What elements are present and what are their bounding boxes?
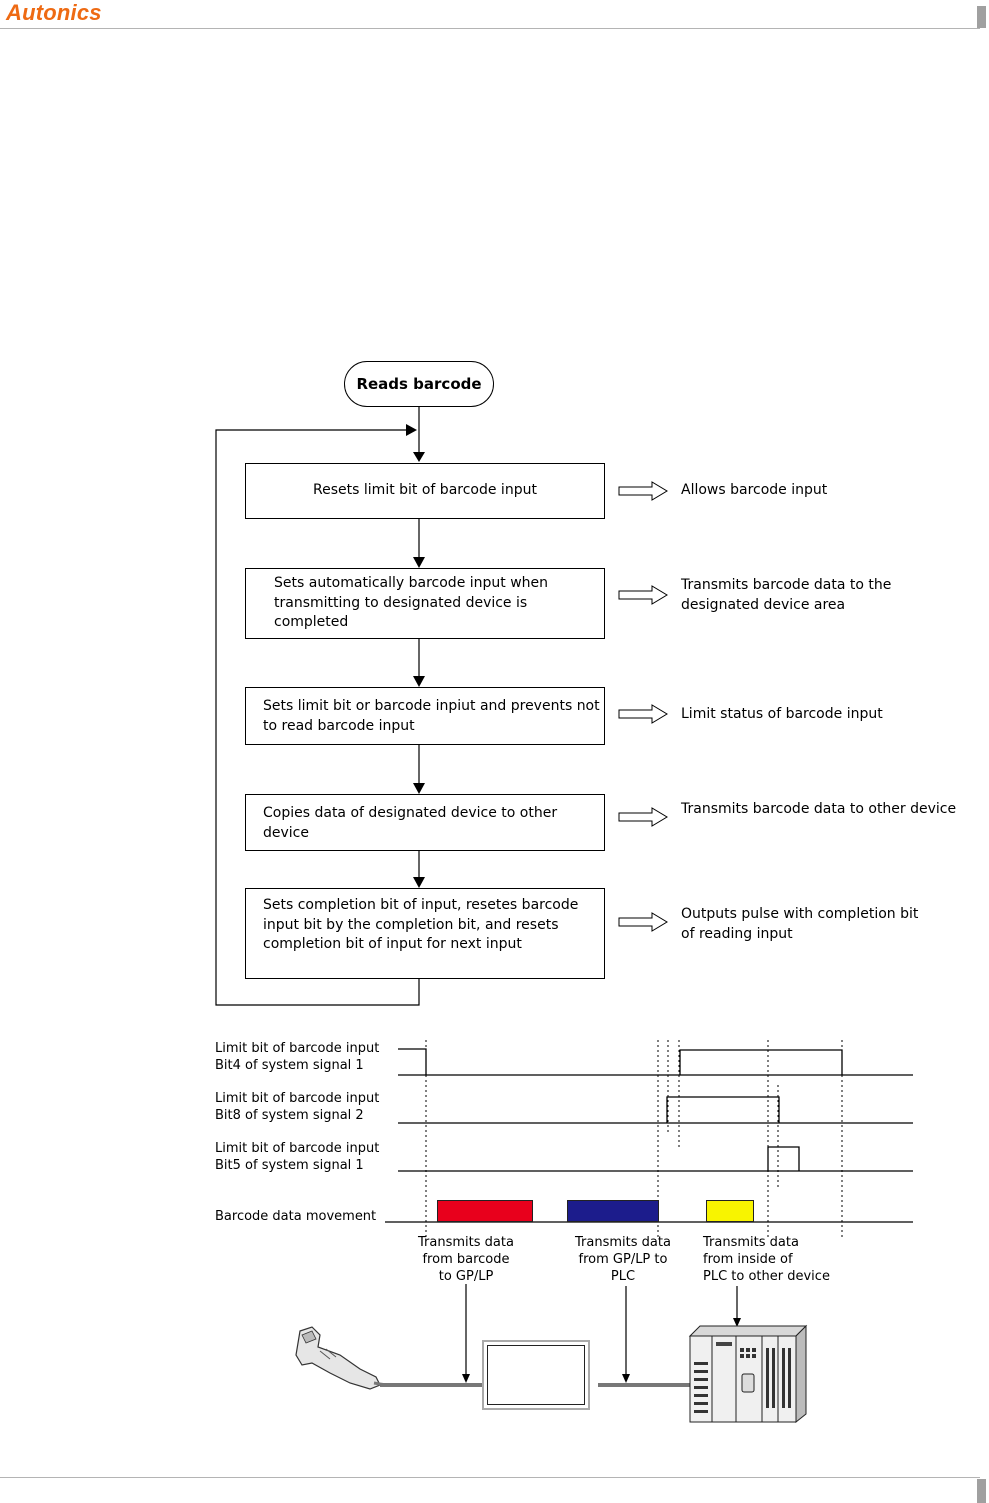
gp-lp-panel-icon <box>482 1340 590 1410</box>
gp-lp-screen <box>487 1345 585 1405</box>
footer-tab <box>977 1479 986 1503</box>
signal-label-3: Limit bit of barcode input Bit5 of syste… <box>215 1140 379 1174</box>
caption-1-line3: to GP/LP <box>438 1269 494 1284</box>
plc-unit-icon <box>688 1324 808 1424</box>
signal-1-line2: Bit4 of system signal 1 <box>215 1058 364 1073</box>
step-1-box: Resets limit bit of barcode input <box>245 463 605 519</box>
signal-1-line1: Limit bit of barcode input <box>215 1041 380 1056</box>
bar-gplp-to-plc <box>567 1200 659 1222</box>
barcode-scanner-icon <box>295 1326 387 1390</box>
step-2-text: Sets automatically barcode input when tr… <box>274 575 549 630</box>
caption-2-line3: PLC <box>610 1269 636 1284</box>
signal-3-line1: Limit bit of barcode input <box>215 1141 380 1156</box>
header-tab <box>977 6 986 28</box>
signal-3-line2: Bit5 of system signal 1 <box>215 1158 364 1173</box>
signal-2-line1: Limit bit of barcode input <box>215 1091 380 1106</box>
caption-2: Transmits data from GP/LP to PLC <box>553 1234 693 1285</box>
caption-1-line2: from barcode <box>422 1252 510 1267</box>
signal-label-1: Limit bit of barcode input Bit4 of syste… <box>215 1040 379 1074</box>
bar-plc-to-device <box>706 1200 754 1222</box>
signal-label-2: Limit bit of barcode input Bit8 of syste… <box>215 1090 379 1124</box>
caption-3-line2: from inside of <box>703 1252 793 1267</box>
step-1-text: Resets limit bit of barcode input <box>313 482 537 499</box>
caption-1: Transmits data from barcode to GP/LP <box>396 1234 536 1285</box>
step-5-box: Sets completion bit of input, resetes ba… <box>245 888 605 979</box>
result-1: Allows barcode input <box>681 482 828 498</box>
step-4-text: Copies data of designated device to othe… <box>263 805 558 841</box>
step-5-text: Sets completion bit of input, resetes ba… <box>263 897 579 952</box>
result-3: Limit status of barcode input <box>681 706 883 722</box>
result-5: Outputs pulse with completion bit of rea… <box>681 906 919 942</box>
caption-3: Transmits data from inside of PLC to oth… <box>703 1234 843 1285</box>
step-3-box: Sets limit bit or barcode inpiut and pre… <box>245 687 605 745</box>
result-2: Transmits barcode data to the designated… <box>681 577 892 613</box>
step-4-box: Copies data of designated device to othe… <box>245 794 605 851</box>
step-3-text: Sets limit bit or barcode inpiut and pre… <box>263 698 600 734</box>
bar-barcode-to-gplp <box>437 1200 533 1222</box>
signal-2-line2: Bit8 of system signal 2 <box>215 1108 364 1123</box>
result-4: Transmits barcode data to other device <box>681 801 957 817</box>
caption-1-line1: Transmits data <box>418 1235 514 1250</box>
step-2-box: Sets automatically barcode input when tr… <box>245 568 605 639</box>
start-node: Reads barcode <box>344 361 494 407</box>
caption-3-line1: Transmits data <box>703 1235 799 1250</box>
caption-2-line2: from GP/LP to <box>578 1252 668 1267</box>
footer-rule <box>0 1477 980 1478</box>
caption-2-line1: Transmits data <box>575 1235 671 1250</box>
caption-3-line3: PLC to other device <box>703 1269 830 1284</box>
movement-label: Barcode data movement <box>215 1209 377 1224</box>
header-rule <box>0 28 980 29</box>
brand-logo: Autonics <box>6 0 102 25</box>
